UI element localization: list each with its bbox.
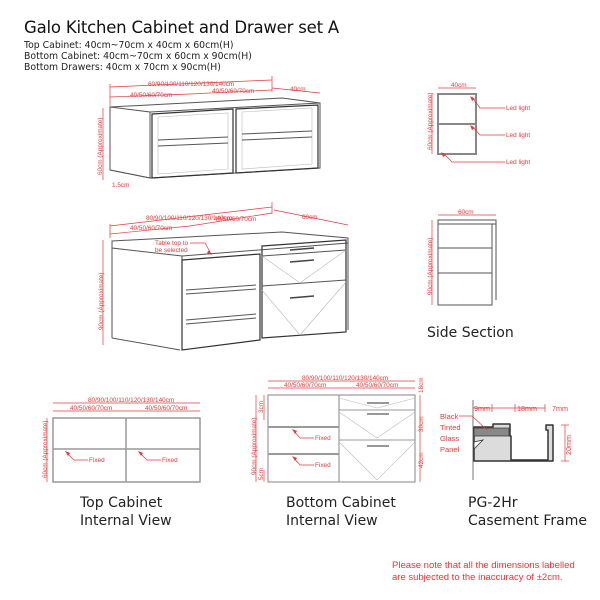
bi-fixed-1: Fixed <box>315 435 331 442</box>
top-cabinet-side: 40cm 60cm (Approximate) Led light Led li… <box>427 82 530 166</box>
casement-frame-caption: PG-2Hr Casement Frame <box>468 494 587 530</box>
bottom-depth: 60cm <box>302 214 318 221</box>
led-label-3: Led light <box>506 159 530 166</box>
bi-width-total: 80/90/100/110/120/130/140cm <box>302 375 388 382</box>
bottom-internal-caption-line2: Internal View <box>286 513 378 529</box>
side-height: 90cm (Approximate) <box>427 237 434 295</box>
frame-dim-7mm: 7mm <box>552 404 568 413</box>
bottom-width-total: 80/90/100/110/120/130/140cm <box>146 215 232 222</box>
top-internal-view: 80/90/100/110/120/130/140cm 40/50/60/70c… <box>42 397 201 483</box>
ti-fixed-2: Fixed <box>162 457 178 464</box>
bi-dim-3cm: 3cm <box>258 401 265 413</box>
side-width: 60cm <box>458 209 474 216</box>
bi-dim-18cm: 18cm <box>418 377 425 393</box>
glass-label-4: Panel <box>440 445 460 454</box>
bi-fixed-2: Fixed <box>315 462 331 469</box>
top-cabinet-3d: 60/90/100/110/120/130/140cm 40/50/60/70c… <box>97 76 321 189</box>
ti-width-left: 40/50/60/70cm <box>70 405 112 412</box>
ti-width-right: 40/50/60/70cm <box>145 405 187 412</box>
ti-fixed-1: Fixed <box>89 457 105 464</box>
side-section-caption: Side Section <box>427 325 514 341</box>
glass-label-2: Tinted <box>440 423 461 432</box>
dimension-accuracy-note: Please note that all the dimensions labe… <box>392 560 575 583</box>
bi-width-right: 40/50/60/70cm <box>356 382 398 389</box>
frame-dim-20mm: 20mm <box>564 435 573 455</box>
top-height: 60cm (Approximate) <box>97 117 104 175</box>
casement-frame-caption-line2: Casement Frame <box>468 513 587 529</box>
bottom-height: 90cm (Approximate) <box>98 272 105 330</box>
top-side-height: 60cm (Approximate) <box>427 92 434 150</box>
page-title: Galo Kitchen Cabinet and Drawer set A <box>24 18 340 37</box>
top-depth: 40cm <box>290 86 306 93</box>
spec-bottom-drawers: Bottom Drawers: 40cm x 70cm x 90cm(H) <box>24 62 221 73</box>
side-section: 60cm 90cm (Approximate) <box>427 209 497 306</box>
spec-top-cabinet: Top Cabinet: 40cm~70cm x 40cm x 60cm(H) <box>24 40 234 51</box>
led-label-2: Led light <box>506 132 530 139</box>
note-line1: Please note that all the dimensions labe… <box>392 560 575 571</box>
bi-height: 90cm (Approximate) <box>251 417 258 475</box>
frame-dim-9mm: 9mm <box>474 404 490 413</box>
top-thickness: 1.5cm <box>112 182 129 189</box>
glass-label-3: Glass <box>440 434 459 443</box>
bottom-internal-caption: Bottom Cabinet Internal View <box>286 494 396 530</box>
note-line2: are subjected to the inaccuracy of ±2cm. <box>392 571 563 583</box>
led-label-1: Led light <box>506 105 530 112</box>
bottom-internal-caption-line1: Bottom Cabinet <box>286 495 396 511</box>
bottom-width-left: 40/50/60/70cm <box>130 225 172 232</box>
ti-width-total: 80/90/100/110/120/130/140cm <box>88 397 174 404</box>
bottom-width-right: 40/50/60/70cm <box>214 216 256 223</box>
ti-height: 60cm (Approximate) <box>42 420 49 478</box>
spec-bottom-cabinet: Bottom Cabinet: 40cm~70cm x 60cm x 90cm(… <box>24 51 252 62</box>
bi-dim-5cm: 5cm <box>258 468 265 480</box>
table-top-note-2: be selected <box>155 247 188 254</box>
bottom-cabinet-3d: 80/90/100/110/120/130/140cm 40/50/60/70c… <box>98 202 349 351</box>
table-top-note-1: Table top to <box>155 240 188 247</box>
casement-frame-profile: 9mm 18mm 7mm 20mm Black Tinted Glass Pan… <box>440 400 573 480</box>
glass-label-1: Black <box>440 412 459 421</box>
bi-width-left: 40/50/60/70cm <box>284 382 326 389</box>
top-side-width: 40cm <box>451 82 467 89</box>
frame-dim-18mm: 18mm <box>517 404 537 413</box>
bottom-internal-view: 80/90/100/110/120/130/140cm 40/50/60/70c… <box>251 375 425 483</box>
bi-dim-42cm: 42cm <box>418 452 425 468</box>
bi-dim-30cm: 30cm <box>418 416 425 432</box>
top-width-total: 60/90/100/110/120/130/140cm <box>148 81 234 88</box>
casement-frame-caption-line1: PG-2Hr <box>468 495 518 511</box>
top-internal-caption: Top Cabinet Internal View <box>80 494 172 530</box>
top-internal-caption-line1: Top Cabinet <box>80 495 163 511</box>
top-width-left: 40/50/60/70cm <box>130 92 172 99</box>
top-width-right: 40/50/60/70cm <box>212 88 254 95</box>
top-internal-caption-line2: Internal View <box>80 513 172 529</box>
